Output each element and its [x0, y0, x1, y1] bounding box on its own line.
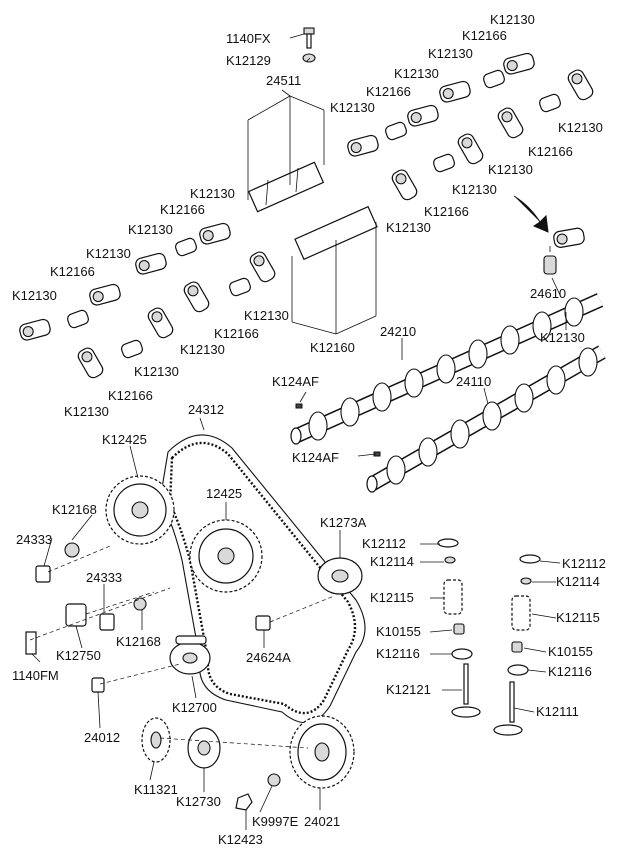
label-k12111: K12111 [536, 704, 579, 719]
label-k12166: K12166 [424, 204, 469, 219]
label-k12115: K12115 [556, 610, 600, 625]
label-k12423: K12423 [218, 832, 263, 847]
tensioner-k12700 [169, 635, 211, 675]
label-k12130: K12130 [428, 46, 473, 61]
label-k12130: K12130 [12, 288, 57, 303]
idler-k12730 [187, 727, 221, 769]
label-k12116: K12116 [376, 646, 420, 661]
label-k12130: K12130 [386, 220, 431, 235]
label-k12130: K12130 [452, 182, 497, 197]
label-1140fx: 1140FX [226, 31, 271, 46]
label-k12700: K12700 [172, 700, 217, 715]
leader-lines [31, 57, 567, 830]
label-k12114: K12114 [370, 554, 414, 569]
crank-sprocket-k11321 [141, 717, 171, 763]
label-k12114: K12114 [556, 574, 600, 589]
label-k12166: K12166 [528, 144, 573, 159]
label-24624a: 24624A [246, 650, 291, 665]
small-hardware [25, 542, 281, 811]
camshaft-24110 [366, 345, 606, 493]
label-k12160: K12160 [310, 340, 355, 355]
spacer-springs [67, 69, 561, 359]
label-k12166: K12166 [50, 264, 95, 279]
label-24511: 24511 [266, 73, 301, 88]
label-k12168: K12168 [116, 634, 161, 649]
label-k12130: K12130 [64, 404, 109, 419]
label-k12166: K12166 [366, 84, 411, 99]
label-12425: 12425 [206, 486, 242, 501]
label-k12130: K12130 [190, 186, 235, 201]
label-k10155: K10155 [548, 644, 593, 659]
label-k12166: K12166 [214, 326, 259, 341]
cam-pulley-12425 [189, 519, 263, 593]
label-k12116: K12116 [548, 664, 592, 679]
label-k11321: K11321 [134, 782, 178, 797]
label-k12730: K12730 [176, 794, 221, 809]
idler-k1273a [317, 557, 363, 595]
label-k12130: K12130 [490, 12, 535, 27]
label-k12121: K12121 [386, 682, 431, 697]
label-1140fm: 1140FM [12, 668, 59, 683]
label-k12130: K12130 [394, 66, 439, 81]
label-k124af: K124AF [292, 450, 339, 465]
label-k10155: K10155 [376, 624, 421, 639]
label-24333: 24333 [86, 570, 122, 585]
label-k12750: K12750 [56, 648, 101, 663]
label-k12130: K12130 [134, 364, 179, 379]
arrow-detail [513, 195, 557, 275]
valve-group-right [493, 554, 541, 736]
label-k12130: K12130 [558, 120, 603, 135]
label-k12130: K12130 [128, 222, 173, 237]
label-24110: 24110 [456, 374, 491, 389]
label-k12115: K12115 [370, 590, 414, 605]
rocker-shaft-upper [247, 161, 325, 213]
dashed-guides [29, 545, 335, 749]
rocker-shaft-lower [294, 205, 378, 261]
part-labels: 1140FX K12129 24511 K12130 K12166 K12130… [12, 12, 606, 847]
label-k12130: K12130 [488, 162, 533, 177]
label-k12166: K12166 [108, 388, 153, 403]
label-k12166: K12166 [160, 202, 205, 217]
label-k12130: K12130 [180, 342, 225, 357]
label-24333: 24333 [16, 532, 52, 547]
label-k9997e: K9997E [252, 814, 299, 829]
cam-pulley-k12425 [105, 475, 175, 545]
rocker-arms [19, 52, 594, 379]
label-k12168: K12168 [52, 502, 97, 517]
label-k1273a: K1273A [320, 515, 367, 530]
label-k12166: K12166 [462, 28, 507, 43]
label-24021: 24021 [304, 814, 340, 829]
label-k12112: K12112 [362, 536, 406, 551]
label-24312: 24312 [188, 402, 224, 417]
label-k12130: K12130 [244, 308, 289, 323]
label-k12130: K12130 [86, 246, 131, 261]
crank-pulley-24021 [289, 715, 355, 789]
label-k12425: K12425 [102, 432, 147, 447]
label-k12129: K12129 [226, 53, 271, 68]
label-k12130: K12130 [540, 330, 585, 345]
camshaft-24210 [290, 293, 604, 445]
bracket-k12160 [291, 222, 377, 335]
bracket-24511 [247, 95, 325, 200]
label-24610: 24610 [530, 286, 566, 301]
bolt-1140fx [289, 27, 316, 63]
label-24012: 24012 [84, 730, 120, 745]
label-k12112: K12112 [562, 556, 606, 571]
valve-group-left [437, 538, 481, 718]
label-24210: 24210 [380, 324, 416, 339]
label-k12130: K12130 [330, 100, 375, 115]
label-k124af: K124AF [272, 374, 319, 389]
